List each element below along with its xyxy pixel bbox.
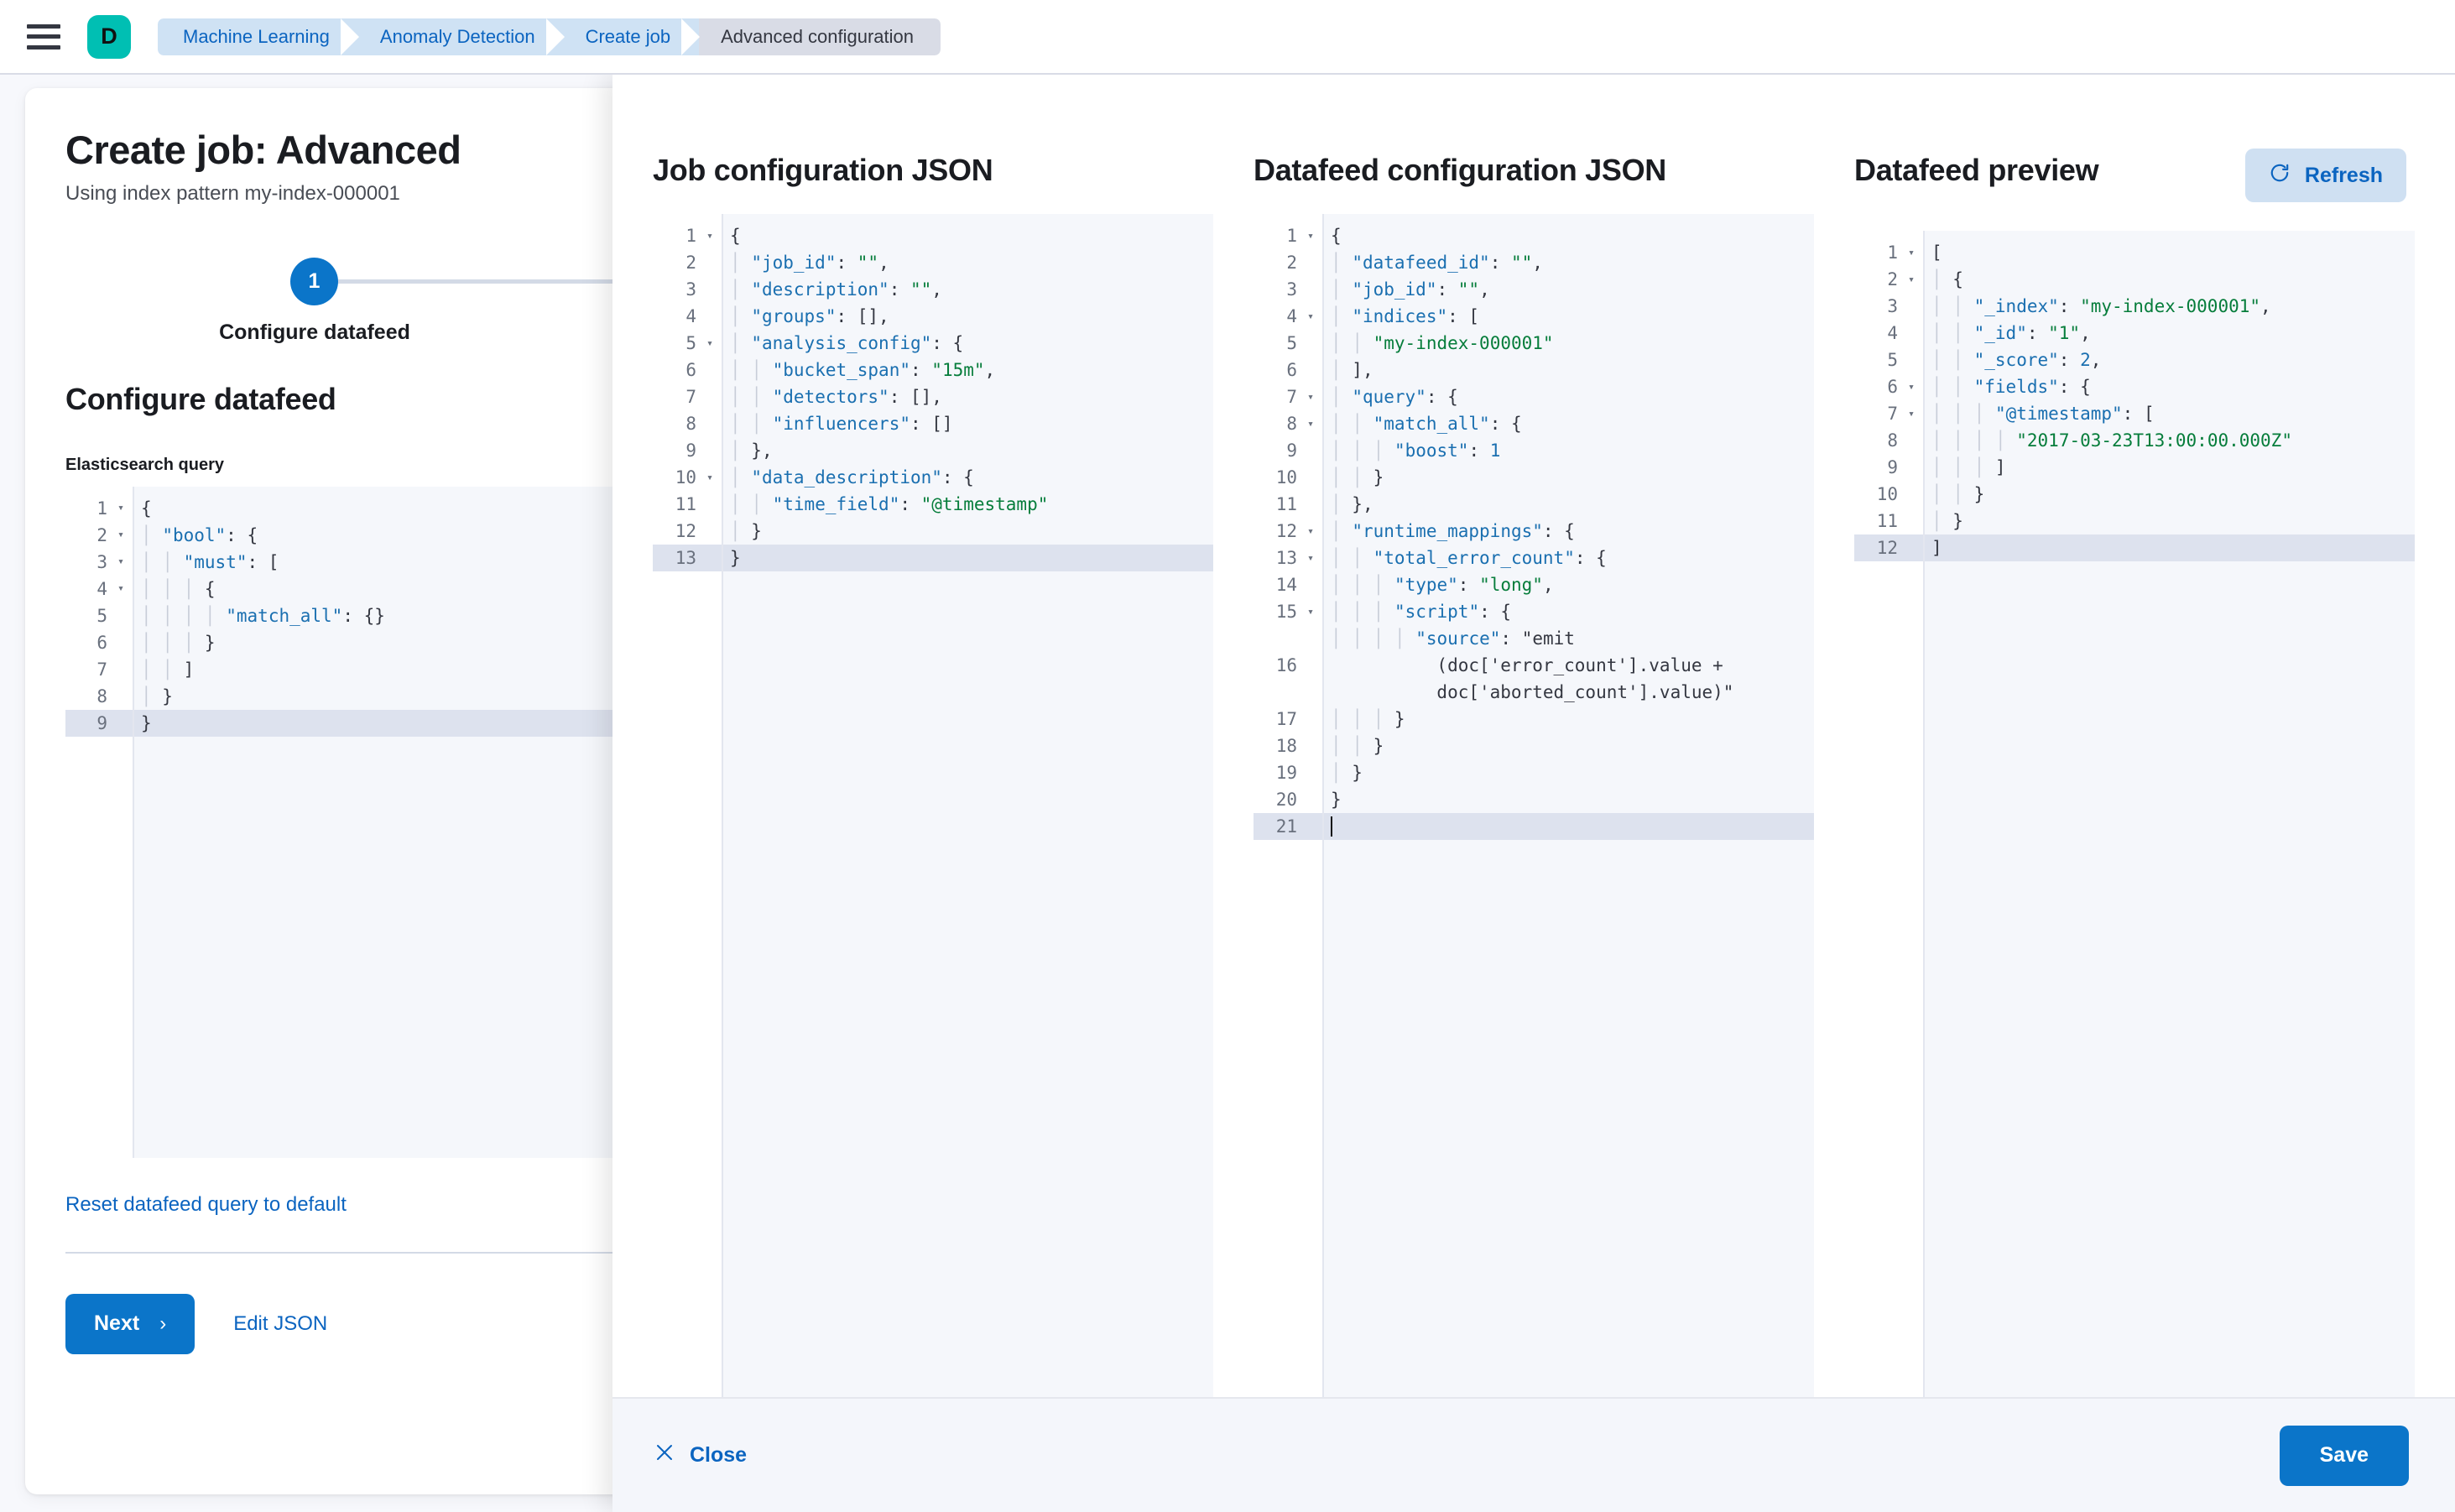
refresh-icon (2269, 162, 2291, 190)
close-button[interactable]: Close (654, 1442, 747, 1468)
breadcrumb-label: Advanced configuration (721, 25, 915, 47)
breadcrumb-label: Machine Learning (183, 25, 330, 47)
datafeed-configuration-title: Datafeed configuration JSON (1254, 153, 1666, 187)
breadcrumb-item-machine-learning[interactable]: Machine Learning (158, 18, 359, 55)
editor-code-area[interactable]: {│ "job_id": "",│ "description": "",│ "g… (723, 214, 1213, 1397)
editor-code-area[interactable]: [│ {│ │ "_index": "my-index-000001",│ │ … (1925, 231, 2415, 1397)
hamburger-icon[interactable] (27, 23, 60, 50)
breadcrumb-item-create-job[interactable]: Create job (563, 18, 701, 55)
breadcrumb-item-anomaly-detection[interactable]: Anomaly Detection (357, 18, 565, 55)
refresh-button-label: Refresh (2304, 163, 2383, 187)
elasticsearch-query-label: Elasticsearch query (65, 455, 224, 474)
breadcrumb-item-advanced-configuration[interactable]: Advanced configuration (699, 18, 941, 55)
breadcrumb-chevron-icon (340, 18, 359, 55)
step-label-configure-datafeed: Configure datafeed (219, 320, 410, 344)
step-indicator-1[interactable]: 1 (290, 257, 338, 305)
flyout-footer: Close Save (612, 1397, 2455, 1512)
reset-datafeed-query-link[interactable]: Reset datafeed query to default (65, 1192, 347, 1216)
section-title: Configure datafeed (65, 381, 336, 416)
chevron-right-icon: › (159, 1311, 167, 1335)
editor-code-area[interactable]: {│ "bool": {│ │ "must": [│ │ │ {│ │ │ │ … (134, 487, 670, 1158)
editor-code-area[interactable]: {│ "datafeed_id": "",│ "job_id": "",│ "i… (1324, 214, 1814, 1397)
top-chrome-bar: D Machine Learning Anomaly Detection Cre… (0, 0, 2455, 75)
close-button-label: Close (690, 1443, 748, 1467)
next-button[interactable]: Next › (65, 1293, 195, 1354)
breadcrumb: Machine Learning Anomaly Detection Creat… (158, 18, 941, 55)
refresh-button[interactable]: Refresh (2244, 149, 2406, 202)
job-configuration-title: Job configuration JSON (653, 153, 993, 187)
breadcrumb-chevron-icon (545, 18, 565, 55)
save-button[interactable]: Save (2279, 1425, 2409, 1486)
page-title: Create job: Advanced (65, 128, 461, 172)
breadcrumb-label: Anomaly Detection (379, 25, 535, 47)
next-button-label: Next (94, 1311, 140, 1336)
edit-json-link[interactable]: Edit JSON (233, 1311, 328, 1335)
divider (65, 1251, 658, 1254)
close-icon (654, 1442, 675, 1468)
breadcrumb-label: Create job (585, 25, 671, 47)
breadcrumb-chevron-icon (681, 18, 701, 55)
app-logo[interactable]: D (87, 14, 131, 59)
page-subtitle: Using index pattern my-index-000001 (65, 181, 400, 205)
datafeed-preview-title: Datafeed preview (1854, 153, 2099, 187)
